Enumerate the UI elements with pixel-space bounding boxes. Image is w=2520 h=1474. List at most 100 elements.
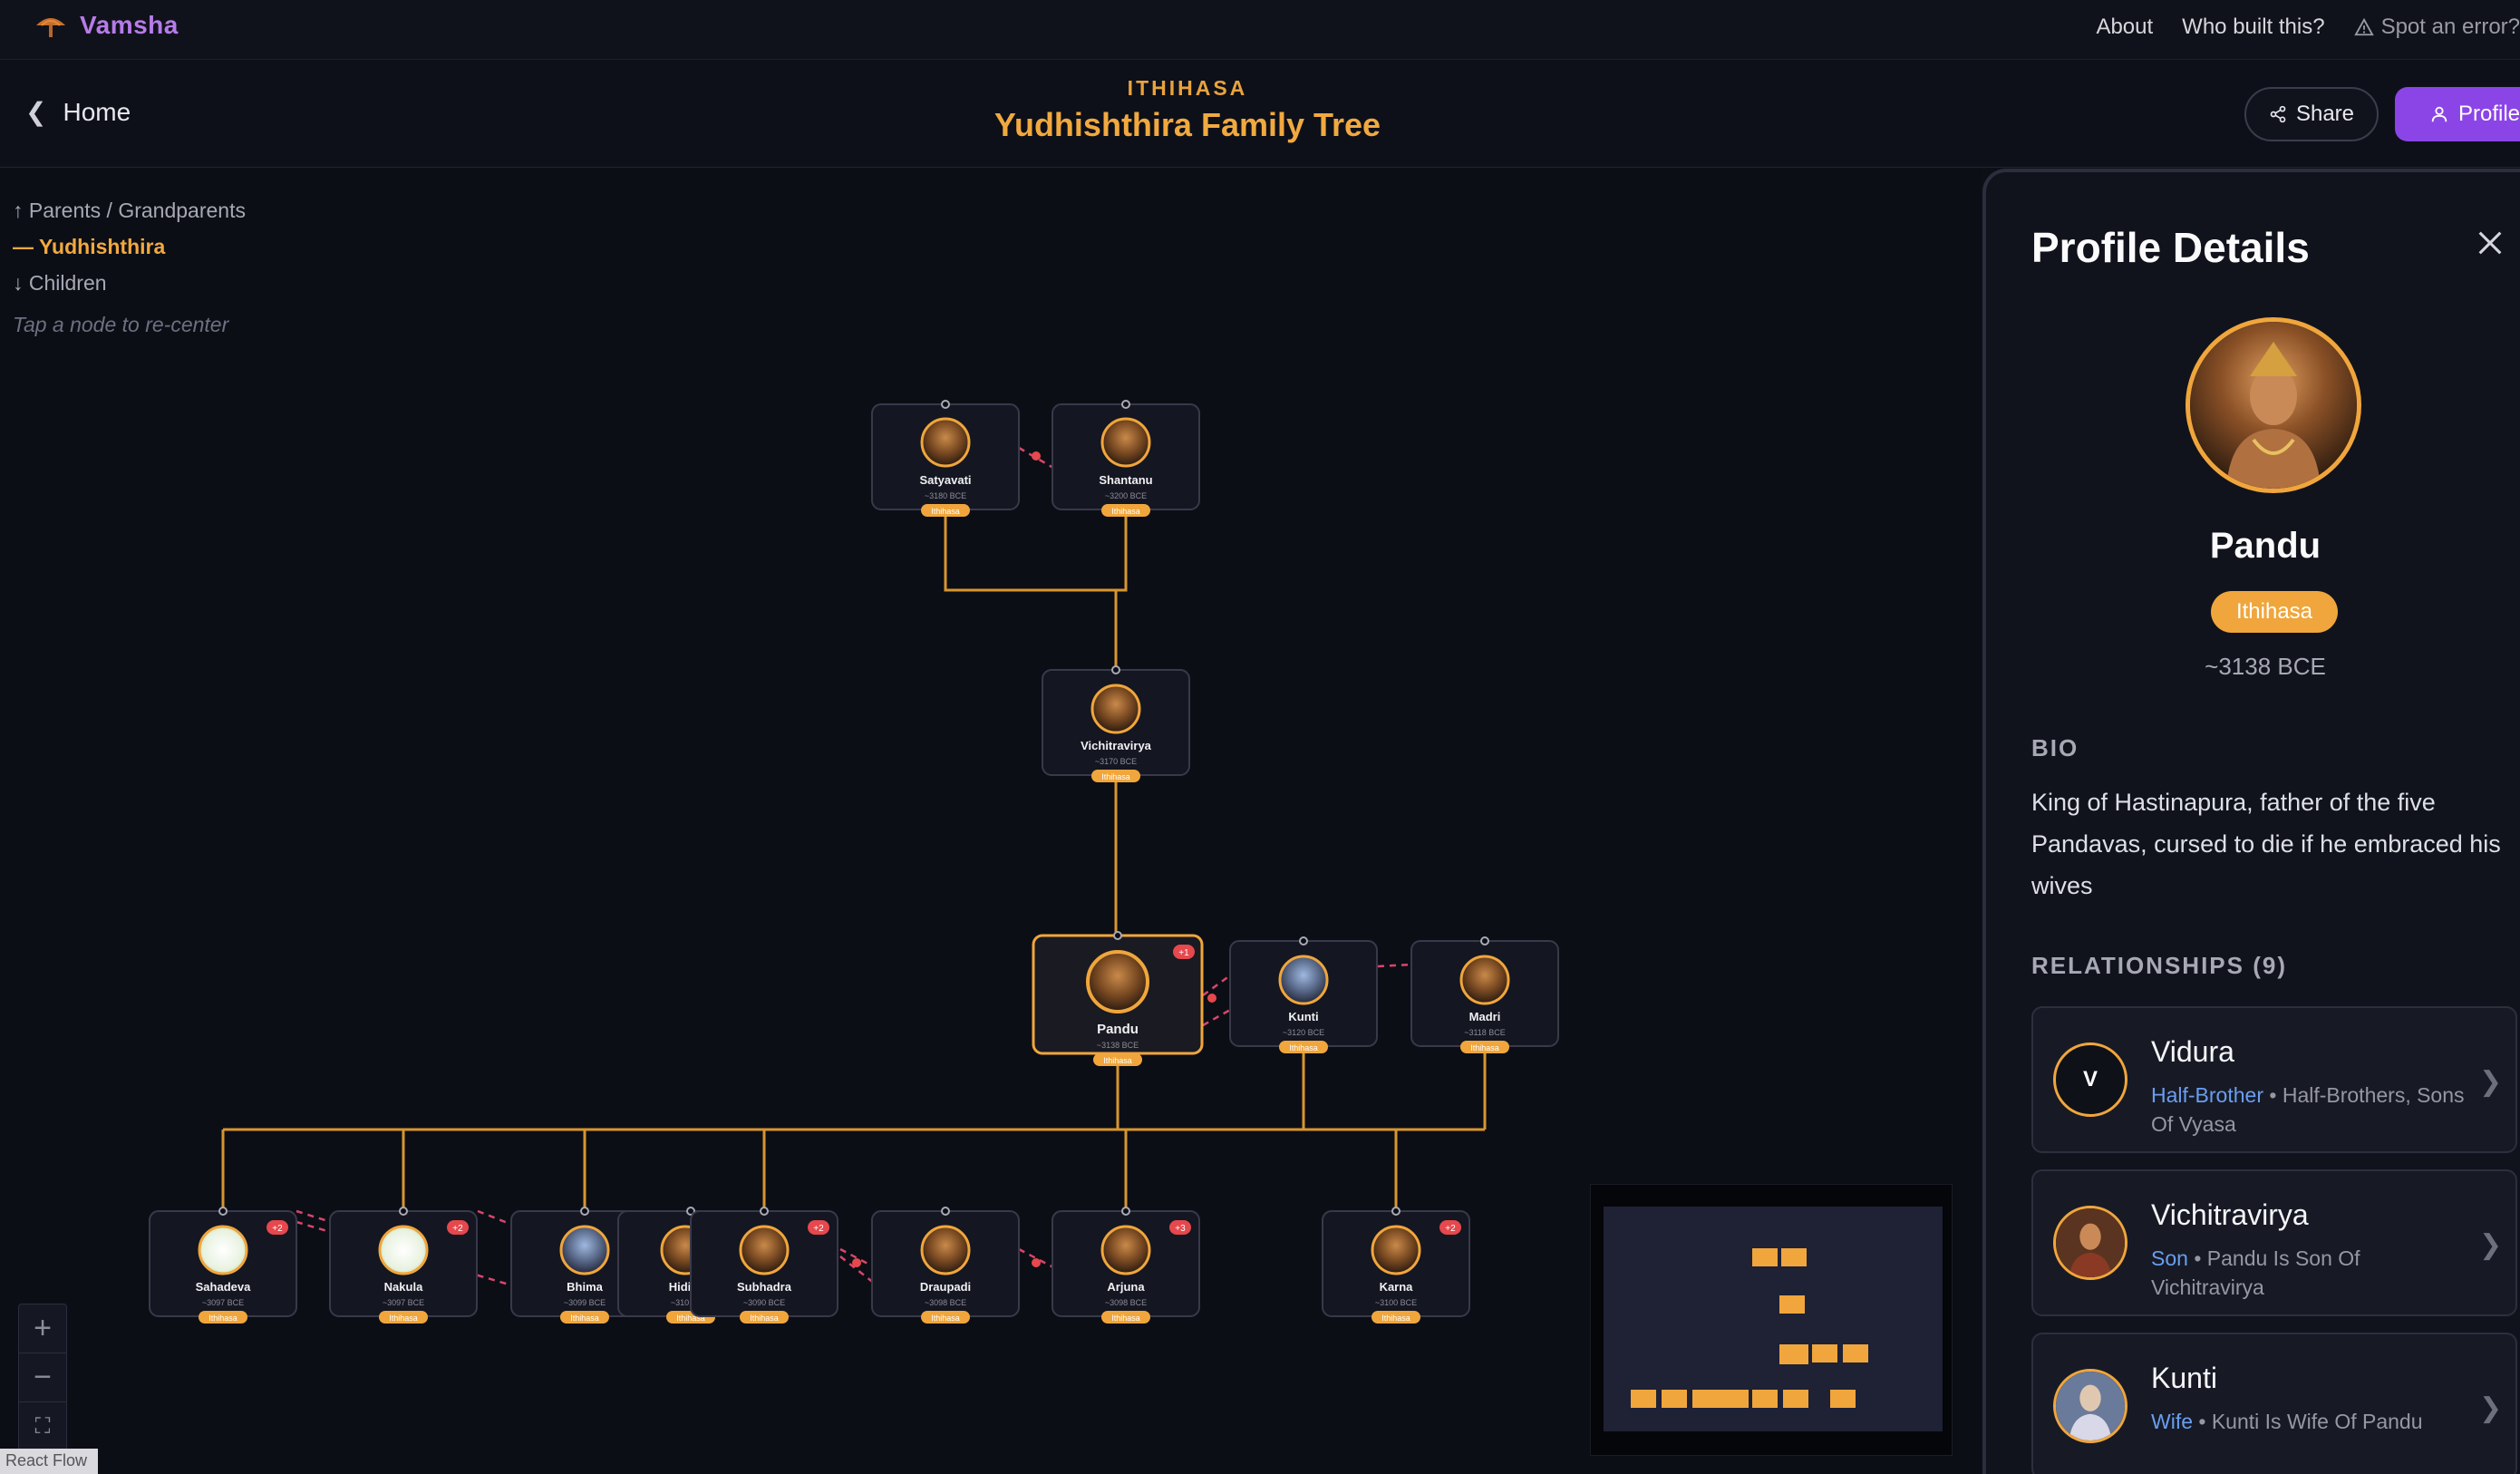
relationship-type: Half-Brother xyxy=(2151,1083,2263,1107)
share-label: Share xyxy=(2295,102,2355,126)
home-back-button[interactable]: ❮ Home xyxy=(25,97,131,127)
page-header: ❮ Home ITHIHASA Yudhishthira Family Tree… xyxy=(0,61,2520,168)
family-tree-canvas[interactable]: ↑ Parents / Grandparents — Yudhishthira … xyxy=(0,169,1982,1474)
profile-avatar xyxy=(2186,317,2361,493)
node-name: Vichitravirya xyxy=(1081,739,1152,752)
node-name: Draupadi xyxy=(920,1280,971,1294)
page-kicker: ITHIHASA xyxy=(1127,76,1248,100)
tree-legend: ↑ Parents / Grandparents — Yudhishthira … xyxy=(13,192,246,343)
node-tag: Ithihasa xyxy=(1111,1314,1140,1323)
node-tag: Ithihasa xyxy=(1101,772,1130,781)
profile-button[interactable]: Profile xyxy=(2395,87,2520,141)
tree-node[interactable]: Shantanu ~3200 BCE Ithihasa xyxy=(1052,400,1200,517)
relationship-name: Vichitravirya xyxy=(2151,1198,2309,1231)
node-badge: +2 xyxy=(272,1224,283,1234)
minimap-viewport xyxy=(1604,1207,1943,1431)
zoom-out-button[interactable]: − xyxy=(19,1353,66,1402)
node-name: Satyavati xyxy=(919,473,971,487)
profile-label: Profile xyxy=(2458,102,2520,126)
legend-children: ↓ Children xyxy=(13,271,107,295)
spouse-edges xyxy=(296,446,1412,1287)
tree-node[interactable]: Satyavati ~3180 BCE Ithihasa xyxy=(871,400,1020,517)
tree-node[interactable]: Subhadra ~3090 BCE Ithihasa +2 xyxy=(690,1207,838,1324)
share-button[interactable]: Share xyxy=(2244,87,2379,141)
nav-about-link[interactable]: About xyxy=(2096,15,2154,39)
chevron-right-icon: ❯ xyxy=(2479,1230,2503,1260)
node-name: Bhima xyxy=(567,1280,604,1294)
relationship-description: Wife • Kunti Is Wife Of Pandu xyxy=(2151,1410,2423,1433)
relationship-type: Son xyxy=(2151,1246,2188,1270)
brand[interactable]: Vamsha xyxy=(33,11,179,40)
home-label: Home xyxy=(63,97,131,126)
relationship-card[interactable]: V Vidura Half-Brother • Half-Brothers, S… xyxy=(2031,1006,2517,1153)
fit-view-button[interactable]: ⛶ xyxy=(34,1414,51,1439)
node-tag: Ithihasa xyxy=(931,507,960,516)
relationship-avatar xyxy=(2053,1206,2127,1280)
minimap[interactable] xyxy=(1590,1184,1953,1456)
node-tag: Ithihasa xyxy=(1289,1043,1318,1052)
node-tag: Ithihasa xyxy=(1381,1314,1410,1323)
nav-spot-error-label: Spot an error? xyxy=(2380,15,2520,39)
node-date: ~3118 BCE xyxy=(1464,1028,1506,1037)
tree-node[interactable]: Vichitravirya ~3170 BCE Ithihasa xyxy=(1042,665,1190,782)
zoom-controls: + − ⛶ xyxy=(18,1304,67,1452)
node-tag: Ithihasa xyxy=(570,1314,599,1323)
relationship-name: Vidura xyxy=(2151,1035,2234,1068)
tree-svg: Satyavati ~3180 BCE Ithihasa Shantanu ~3… xyxy=(149,400,1559,1324)
node-tag: Ithihasa xyxy=(931,1314,960,1323)
tree-node[interactable]: Karna ~3100 BCE Ithihasa +2 xyxy=(1322,1207,1470,1324)
node-badge: +1 xyxy=(1178,948,1189,958)
relationship-description: Son • Pandu Is Son Of Vichitravirya xyxy=(2151,1246,2360,1299)
node-date: ~3099 BCE xyxy=(564,1298,606,1307)
node-name: Kunti xyxy=(1288,1010,1318,1023)
profile-name: Pandu xyxy=(2209,526,2321,566)
tree-node-selected[interactable]: Pandu ~3138 BCE Ithihasa +1 xyxy=(1032,931,1204,1066)
node-tag: Ithihasa xyxy=(1103,1056,1132,1065)
close-panel-button[interactable] xyxy=(2467,219,2514,267)
relationship-card[interactable]: Vichitravirya Son • Pandu Is Son Of Vich… xyxy=(2031,1169,2517,1316)
node-date: ~3090 BCE xyxy=(743,1298,785,1307)
node-tag: Ithihasa xyxy=(750,1314,779,1323)
nav-spot-error-link[interactable]: Spot an error? xyxy=(2353,15,2520,40)
tree-node[interactable]: Draupadi ~3098 BCE Ithihasa xyxy=(871,1207,1020,1324)
chevron-right-icon: ❯ xyxy=(2479,1393,2503,1423)
relationship-detail: Kunti Is Wife Of Pandu xyxy=(2211,1410,2423,1433)
tree-node[interactable]: Sahadeva ~3097 BCE Ithihasa +2 xyxy=(149,1207,297,1324)
react-flow-attribution[interactable]: React Flow xyxy=(0,1449,98,1474)
node-badge: +3 xyxy=(1175,1224,1186,1234)
tree-node[interactable]: Kunti ~3120 BCE Ithihasa xyxy=(1229,936,1378,1053)
user-icon xyxy=(2431,106,2447,122)
node-tag: Ithihasa xyxy=(1111,507,1140,516)
tree-node[interactable]: Nakula ~3097 BCE Ithihasa +2 xyxy=(329,1207,478,1324)
nav-links: About Who built this? Spot an error? xyxy=(2096,15,2520,40)
nav-who-built-link[interactable]: Who built this? xyxy=(2182,15,2325,39)
node-date: ~3097 BCE xyxy=(202,1298,244,1307)
relationship-detail: Pandu Is Son Of Vichitravirya xyxy=(2151,1246,2360,1299)
legend-focus: — Yudhishthira xyxy=(13,235,166,258)
chevron-left-icon: ❮ xyxy=(25,98,47,126)
warning-icon xyxy=(2353,17,2374,36)
bio-text: King of Hastinapura, father of the five … xyxy=(2031,789,2501,899)
node-name: Hidi xyxy=(669,1280,692,1294)
relationship-type: Wife xyxy=(2151,1410,2193,1433)
node-date: ~3100 BCE xyxy=(1375,1298,1417,1307)
share-icon xyxy=(2270,105,2286,123)
spouse-heart-icons xyxy=(852,451,1216,1267)
tree-node[interactable]: Madri ~3118 BCE Ithihasa xyxy=(1410,936,1559,1053)
node-date: ~3097 BCE xyxy=(383,1298,424,1307)
chevron-right-icon: ❯ xyxy=(2479,1067,2503,1097)
relationship-card[interactable]: Kunti Wife • Kunti Is Wife Of Pandu ❯ xyxy=(2031,1333,2517,1474)
relationship-name: Kunti xyxy=(2151,1362,2217,1394)
node-name: Karna xyxy=(1380,1280,1414,1294)
brand-name: Vamsha xyxy=(80,11,179,39)
zoom-in-button[interactable]: + xyxy=(19,1304,66,1353)
node-name: Subhadra xyxy=(737,1280,792,1294)
profile-date: ~3138 BCE xyxy=(2205,653,2326,680)
node-tag: Ithihasa xyxy=(1470,1043,1499,1052)
tree-node[interactable]: Arjuna ~3098 BCE Ithihasa +3 xyxy=(1052,1207,1200,1324)
node-date: ~3170 BCE xyxy=(1095,757,1137,766)
profile-details-panel: Profile Details Pandu Ithihasa ~3138 BCE… xyxy=(1982,169,2520,1474)
node-badge: +2 xyxy=(813,1224,824,1234)
legend-hint: Tap a node to re-center xyxy=(13,313,229,336)
node-date: ~3098 BCE xyxy=(1105,1298,1147,1307)
